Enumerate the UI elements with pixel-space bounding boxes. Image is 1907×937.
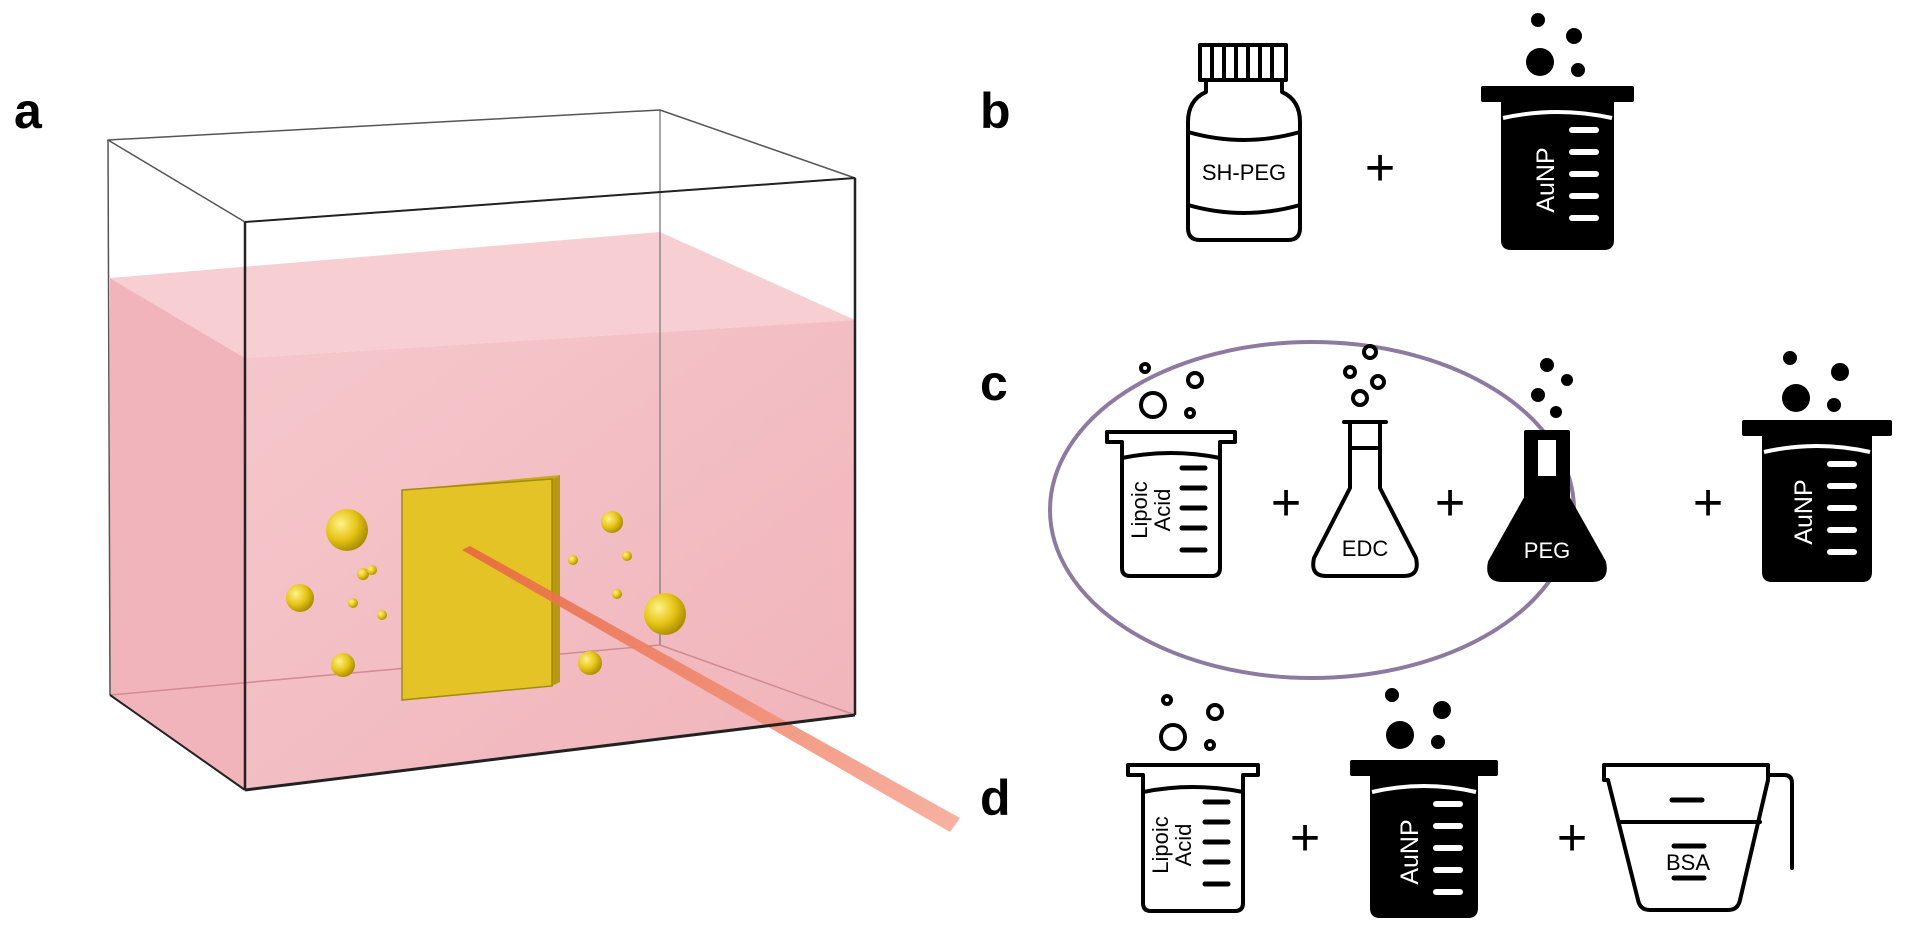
lipoic-acid-beaker-icon: Lipoic Acid <box>1105 362 1237 578</box>
nanoparticle <box>286 584 314 612</box>
panel-letter-c: c <box>980 355 1008 411</box>
nanoparticle <box>601 511 623 533</box>
panel-letter-d: d <box>980 770 1011 826</box>
plus-sign: + <box>1271 474 1301 532</box>
plus-sign: + <box>1365 139 1395 197</box>
beaker-label-line2: Acid <box>1150 489 1175 532</box>
tank-glass <box>107 109 857 792</box>
bsa-measuring-cup-icon: BSA <box>1602 763 1794 912</box>
panel-b: b SH-PEG + <box>980 13 1634 250</box>
beaker-label: AuNP <box>1532 147 1560 212</box>
liquid-left-face <box>110 278 245 790</box>
panel-letter-a: a <box>14 83 43 139</box>
tank-back-bottom-right <box>659 644 856 716</box>
laser-beam <box>462 546 960 832</box>
plus-sign: + <box>1435 474 1465 532</box>
nanoparticle <box>568 555 578 565</box>
nanoparticle <box>348 598 358 608</box>
aunp-beaker-icon: AuNP <box>1350 688 1498 918</box>
beaker-label: AuNP <box>1396 819 1424 884</box>
flask-label: PEG <box>1524 538 1570 563</box>
nanoparticle <box>326 509 368 551</box>
peg-flask-icon: PEG <box>1487 358 1607 582</box>
cup-label: BSA <box>1666 850 1710 875</box>
panel-c: c Lipoic Acid + EDC <box>980 340 1892 680</box>
panel-letter-b: b <box>980 83 1011 139</box>
nanoparticle <box>357 568 369 580</box>
flask-label: EDC <box>1342 536 1389 561</box>
plus-sign: + <box>1693 474 1723 532</box>
nanoparticle <box>622 551 632 561</box>
beaker-label-line1: Lipoic <box>1127 481 1152 538</box>
nanoparticle <box>331 653 355 677</box>
panel-d: d Lipoic Acid + <box>980 688 1794 918</box>
liquid-top-surface <box>110 232 855 358</box>
nanoparticle <box>578 651 602 675</box>
nanoparticle <box>612 589 622 599</box>
panel-a: a <box>14 83 960 832</box>
bottle-label: SH-PEG <box>1202 160 1286 185</box>
beaker-label-line2: Acid <box>1171 824 1196 867</box>
electrode-plate-side <box>552 475 560 686</box>
aunp-beaker-icon: AuNP <box>1481 13 1634 250</box>
plus-sign: + <box>1290 809 1320 867</box>
beaker-label: AuNP <box>1790 479 1818 544</box>
beaker-label-line1: Lipoic <box>1148 816 1173 873</box>
electrode-plate <box>401 478 553 701</box>
tank <box>107 109 960 832</box>
lipoic-acid-beaker-icon: Lipoic Acid <box>1126 694 1260 913</box>
nanoparticle <box>644 593 686 635</box>
sh-peg-bottle-icon: SH-PEG <box>1186 43 1302 242</box>
nanoparticle <box>367 565 377 575</box>
tank-back-bottom-edge <box>109 644 661 696</box>
plus-sign: + <box>1557 809 1587 867</box>
nanoparticle <box>377 610 387 620</box>
nanoparticles <box>286 509 686 677</box>
edc-flask-icon: EDC <box>1311 344 1419 578</box>
aunp-beaker-icon: AuNP <box>1742 351 1892 582</box>
